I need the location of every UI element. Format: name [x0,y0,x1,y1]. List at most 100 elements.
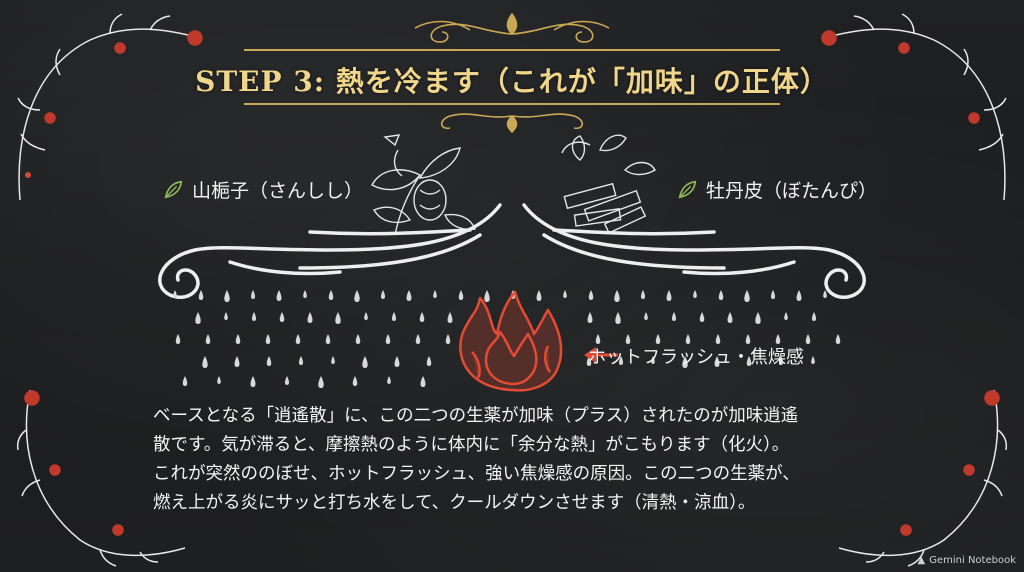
water-drop [224,290,230,302]
water-drop [303,290,307,298]
water-drop [279,312,285,322]
paragraph-line: これが突然ののぼせ、ホットフラッシュ、強い焦燥感の原因。この二つの生薬が、 [153,464,800,484]
corner-vine-bottom-left-icon [16,389,186,567]
water-drop [447,312,453,323]
water-drop [805,334,811,344]
water-drop [331,356,335,364]
water-drop [587,312,593,323]
water-drop [671,312,677,321]
water-drop [250,290,256,299]
water-drop [195,312,201,324]
water-drop [420,376,426,387]
water-drop [651,356,655,364]
water-drop [835,334,841,344]
water-drop [328,290,334,300]
water-drop [615,312,621,324]
water-drop [755,312,761,324]
water-drop [746,356,752,366]
water-drop [714,356,720,367]
water-drop [682,356,688,368]
top-flourish-icon [414,12,610,43]
water-drop [586,356,592,366]
water-drop [744,290,750,302]
water-drop [727,312,733,323]
water-drop [618,356,624,365]
water-drop [266,356,272,366]
water-drop [595,334,601,344]
water-drop [685,334,691,344]
water-drop [182,376,188,386]
water-drop [563,290,567,298]
water-drop [385,334,391,344]
water-drop [715,334,721,344]
bottom-flourish-icon [440,113,584,134]
herb-label-right: 牡丹皮（ぼたんぴ） [676,176,877,203]
water-drop [718,290,724,300]
flame-icon [459,290,563,392]
water-drop [784,312,788,320]
right-wind-swirl-icon [522,203,866,299]
water-drop [415,334,421,344]
water-drop [352,376,358,386]
water-drop [391,312,397,321]
water-drop [380,290,386,299]
water-drop [614,290,620,302]
herb-name-botanpi: 牡丹皮（ぼたんぴ） [706,180,878,202]
water-drop [355,334,361,344]
water-drop [811,312,817,321]
water-drop [426,356,432,366]
title-top-rule [244,49,780,51]
left-wind-swirl-icon [158,203,502,299]
slide-title: STEP 3: 熱を冷ます（これが「加味」の正体） [195,65,829,98]
water-drop [484,290,490,302]
water-drop [796,290,802,301]
water-drops-icon [173,290,841,388]
water-drop [655,334,661,344]
corner-vine-top-right-icon [821,13,1007,201]
arrow-left-icon [584,347,618,363]
water-drop [224,312,228,320]
water-drop [419,312,425,322]
water-drop [284,376,290,385]
water-drop [202,356,208,368]
water-drop [458,290,464,300]
leaf-icon [164,180,183,198]
water-drop [644,312,648,320]
herb-label-left: 山梔子（さんしし） [162,176,363,203]
herb-name-sanshishi: 山梔子（さんしし） [192,180,364,202]
corner-vine-bottom-right-icon [838,389,1008,567]
water-drop [433,290,437,298]
water-drop [640,290,646,299]
water-drop [445,334,451,344]
water-drop [778,356,784,365]
water-drop [364,312,368,320]
water-drop [811,356,815,364]
water-drop [406,290,412,301]
water-drop [251,312,257,321]
water-drop [666,290,672,301]
gardenia-sketch-icon [371,134,476,236]
water-drop [250,376,256,387]
corner-vine-top-left-icon [17,13,203,201]
watermark: ▲ Gemini Notebook [918,555,1016,566]
water-drop [354,290,360,302]
water-drop [745,334,751,344]
water-drop [625,334,631,344]
heat-label-text: ホットフラッシュ・焦燥感 [588,347,804,368]
water-drop [770,290,776,299]
heat-label: ホットフラッシュ・焦燥感 [588,343,804,369]
water-drop [175,334,181,344]
water-drop [318,376,324,388]
water-drop [536,290,542,301]
water-drop [394,356,400,367]
water-drop [362,356,368,368]
water-drop [387,376,391,384]
water-drop [234,356,240,367]
notebook-logo-icon: ▲ [917,555,926,566]
water-drop [198,290,204,300]
water-drop [217,376,221,384]
water-drop [775,334,781,344]
water-drop [823,290,827,298]
water-drop [699,312,705,322]
water-drop [693,290,697,298]
